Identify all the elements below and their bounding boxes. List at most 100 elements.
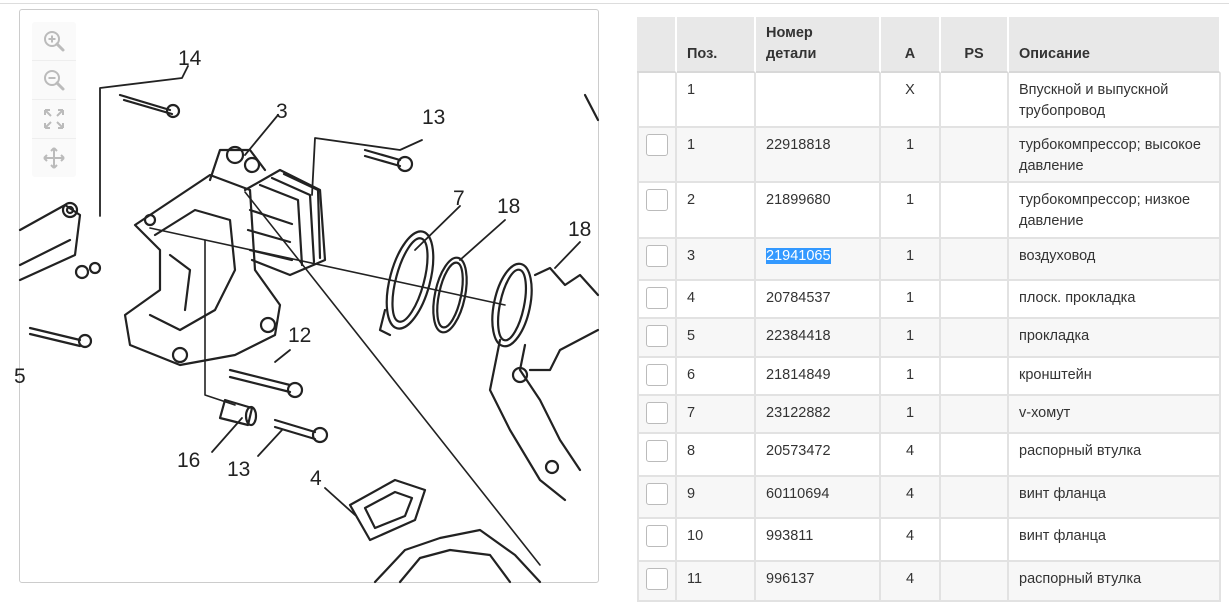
row-part-number[interactable] bbox=[756, 73, 881, 128]
row-checkbox[interactable] bbox=[646, 364, 668, 386]
row-checkbox-cell bbox=[637, 239, 677, 281]
header-part-number[interactable]: Номер детали bbox=[756, 17, 881, 73]
header-position[interactable]: Поз. bbox=[677, 17, 756, 73]
callout-label: 5 bbox=[14, 365, 26, 388]
row-ps bbox=[941, 319, 1009, 358]
part-number-text[interactable]: 21899680 bbox=[766, 192, 831, 208]
row-position: 3 bbox=[677, 239, 756, 281]
row-position: 9 bbox=[677, 477, 756, 519]
callout-label: 7 bbox=[453, 187, 465, 210]
callout-label: 16 bbox=[177, 449, 200, 472]
header-part-number-line2: детали bbox=[766, 46, 817, 62]
row-part-number[interactable]: 22384418 bbox=[756, 319, 881, 358]
row-description: прокладка bbox=[1009, 319, 1221, 358]
row-ps bbox=[941, 73, 1009, 128]
row-ps bbox=[941, 128, 1009, 183]
row-checkbox[interactable] bbox=[646, 483, 668, 505]
row-a: 4 bbox=[881, 477, 941, 519]
row-part-number[interactable]: 21814849 bbox=[756, 358, 881, 396]
row-part-number[interactable]: 21941065 bbox=[756, 239, 881, 281]
row-a: 1 bbox=[881, 183, 941, 239]
part-number-text[interactable]: 22384418 bbox=[766, 328, 831, 344]
row-part-number[interactable]: 20573472 bbox=[756, 434, 881, 477]
header-description[interactable]: Описание bbox=[1009, 17, 1221, 73]
row-part-number[interactable]: 23122882 bbox=[756, 396, 881, 434]
part-number-text[interactable]: 22918818 bbox=[766, 137, 831, 153]
row-checkbox-cell bbox=[637, 358, 677, 396]
row-checkbox[interactable] bbox=[646, 525, 668, 547]
callout-label: 12 bbox=[288, 324, 311, 347]
part-number-text[interactable]: 20784537 bbox=[766, 290, 831, 306]
row-description: турбокомпрессор; низкое давление bbox=[1009, 183, 1221, 239]
row-checkbox[interactable] bbox=[646, 568, 668, 590]
row-part-number[interactable]: 993811 bbox=[756, 519, 881, 562]
part-number-text[interactable]: 23122882 bbox=[766, 405, 831, 421]
zoom-in-icon bbox=[44, 31, 65, 52]
row-description: v-хомут bbox=[1009, 396, 1221, 434]
part-number-text[interactable]: 20573472 bbox=[766, 443, 831, 459]
part-number-text[interactable]: 996137 bbox=[766, 571, 815, 587]
parts-diagram-viewer[interactable]: 14 3 13 7 18 18 12 16 13 4 5 bbox=[14, 9, 600, 584]
row-checkbox-cell bbox=[637, 434, 677, 477]
part-number-text[interactable]: 60110694 bbox=[766, 486, 830, 502]
row-a: 4 bbox=[881, 434, 941, 477]
row-checkbox[interactable] bbox=[646, 245, 668, 267]
exploded-parts-diagram[interactable]: 14 3 13 7 18 18 12 16 13 4 5 bbox=[14, 10, 600, 584]
zoom-out-button[interactable] bbox=[32, 61, 76, 100]
header-checkbox-column bbox=[637, 17, 677, 73]
callout-label: 3 bbox=[276, 100, 288, 123]
fit-icon bbox=[44, 109, 64, 129]
table-header-row: Поз. Номер детали A PS Описание bbox=[637, 17, 1221, 73]
row-part-number[interactable]: 996137 bbox=[756, 562, 881, 602]
row-checkbox-cell bbox=[637, 281, 677, 319]
part-number-text[interactable]: 21941065 bbox=[766, 248, 831, 264]
row-position: 1 bbox=[677, 73, 756, 128]
row-part-number[interactable]: 20784537 bbox=[756, 281, 881, 319]
row-a: X bbox=[881, 73, 941, 128]
row-checkbox-cell bbox=[637, 396, 677, 434]
row-checkbox[interactable] bbox=[646, 134, 668, 156]
pan-button[interactable] bbox=[32, 139, 76, 177]
row-checkbox[interactable] bbox=[646, 440, 668, 462]
part-number-text[interactable]: 21814849 bbox=[766, 367, 831, 383]
row-description: плоск. прокладка bbox=[1009, 281, 1221, 319]
row-checkbox[interactable] bbox=[646, 287, 668, 309]
row-position: 1 bbox=[677, 128, 756, 183]
row-checkbox[interactable] bbox=[646, 325, 668, 347]
row-position: 8 bbox=[677, 434, 756, 477]
zoom-out-icon bbox=[44, 70, 65, 91]
row-a: 4 bbox=[881, 562, 941, 602]
row-checkbox[interactable] bbox=[646, 189, 668, 211]
row-ps bbox=[941, 183, 1009, 239]
row-part-number[interactable]: 60110694 bbox=[756, 477, 881, 519]
row-part-number[interactable]: 21899680 bbox=[756, 183, 881, 239]
header-a[interactable]: A bbox=[881, 17, 941, 73]
row-a: 1 bbox=[881, 239, 941, 281]
zoom-in-button[interactable] bbox=[32, 22, 76, 61]
row-a: 1 bbox=[881, 396, 941, 434]
row-part-number[interactable]: 22918818 bbox=[756, 128, 881, 183]
header-ps[interactable]: PS bbox=[941, 17, 1009, 73]
row-position: 11 bbox=[677, 562, 756, 602]
row-checkbox-cell bbox=[637, 519, 677, 562]
row-checkbox[interactable] bbox=[646, 402, 668, 424]
fit-to-screen-button[interactable] bbox=[32, 100, 76, 139]
row-position: 6 bbox=[677, 358, 756, 396]
header-part-number-line1: Номер bbox=[766, 25, 813, 41]
part-number-text[interactable]: 993811 bbox=[766, 528, 814, 544]
row-a: 1 bbox=[881, 319, 941, 358]
row-a: 1 bbox=[881, 128, 941, 183]
